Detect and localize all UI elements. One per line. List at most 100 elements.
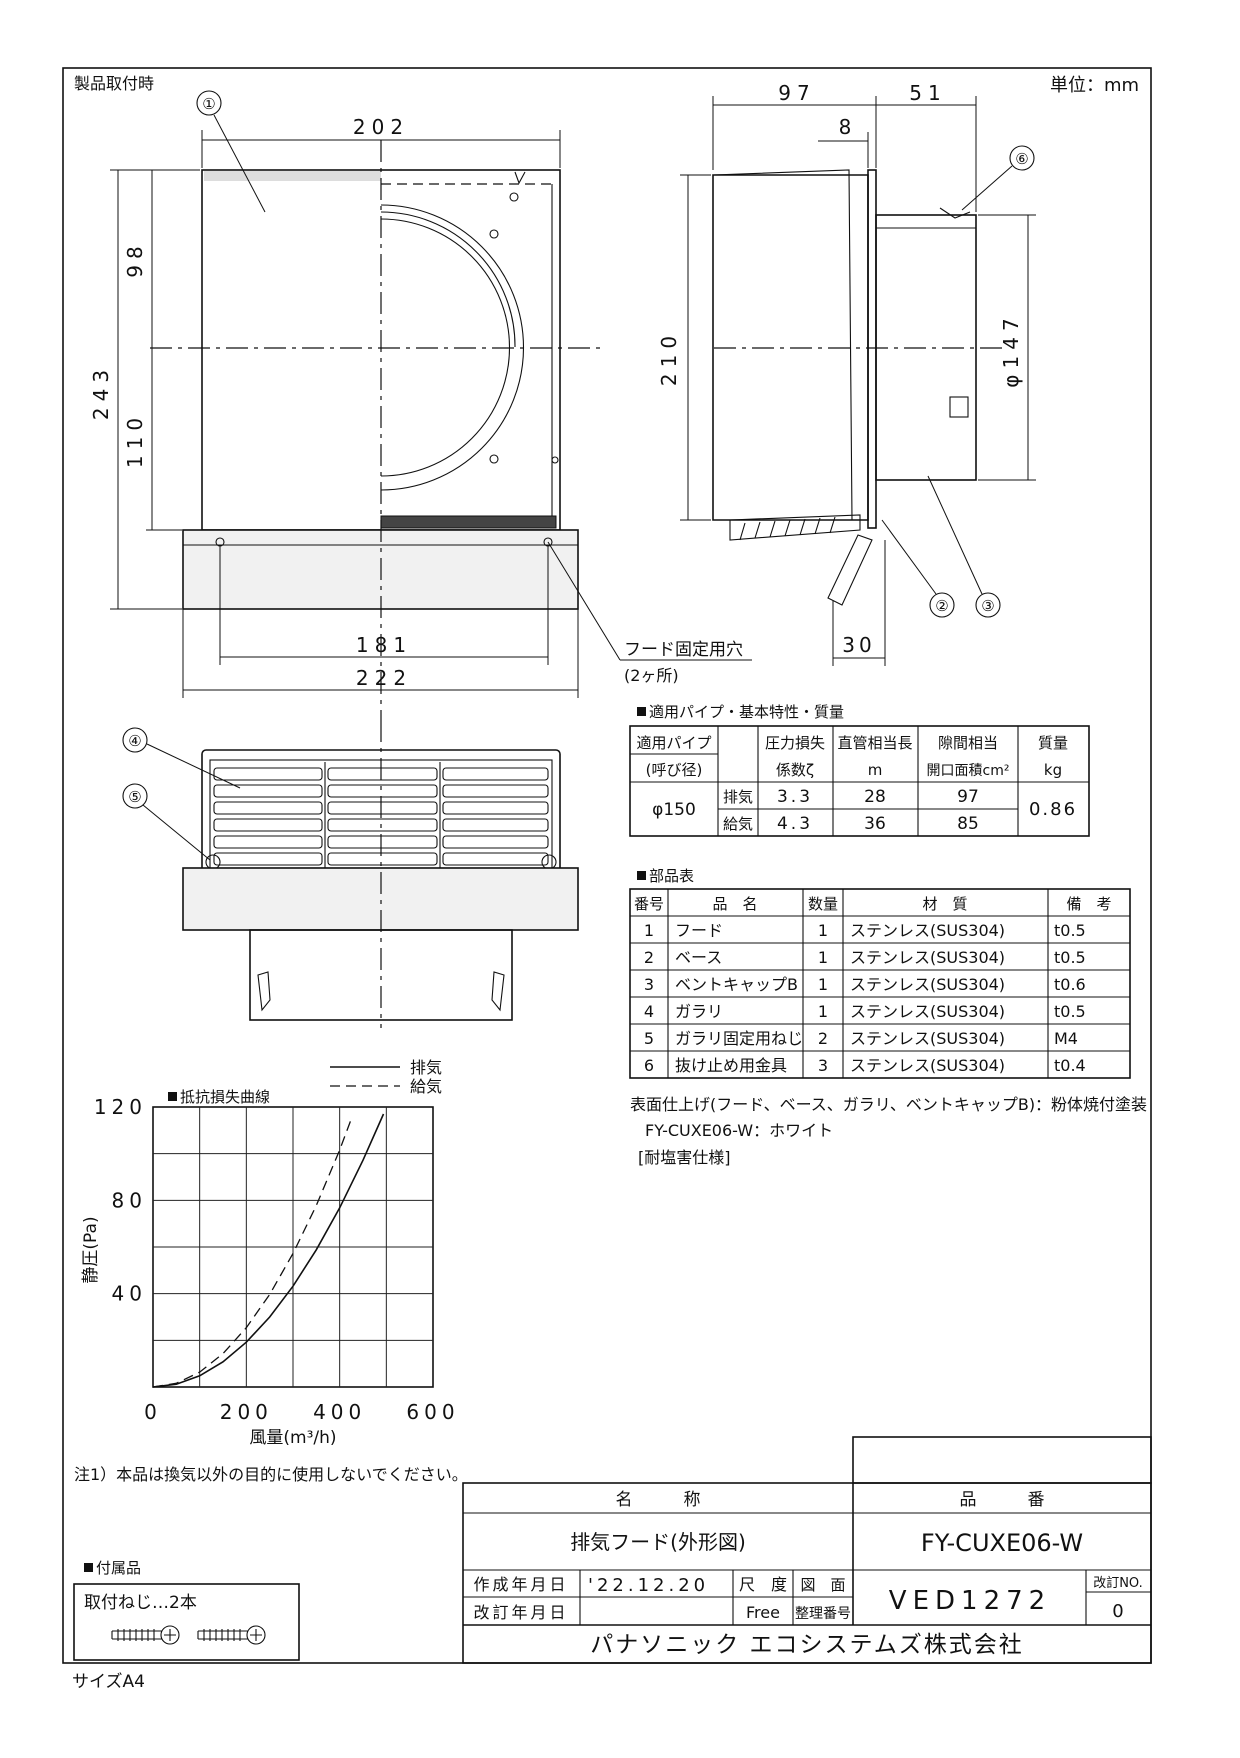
finish-note-1: 表面仕上げ(フード、ベース、ガラリ、ベントキャップB)：粉体焼付塗装 xyxy=(630,1095,1147,1114)
spec-zeta-2: 4.3 xyxy=(777,814,813,834)
acc-box xyxy=(73,1583,300,1661)
spec-pipe: φ150 xyxy=(652,800,696,820)
parts-cell: 1 xyxy=(818,921,828,940)
parts-bullet xyxy=(637,871,646,880)
callout-1-leader xyxy=(213,114,266,213)
parts-cell: フード xyxy=(675,921,723,940)
front-view: ① 202 243 98 110 181 222 フード固定用穴 (2ヶ所) xyxy=(89,90,752,720)
retainer-clip xyxy=(939,207,971,219)
spec-title: 適用パイプ・基本特性・質量 xyxy=(649,703,844,721)
spec-h-pipe-2: (呼び径) xyxy=(646,761,703,779)
parts-cell: t0.5 xyxy=(1054,921,1086,940)
x-tick-label: 200 xyxy=(220,1400,273,1424)
spec-h-mass-1: 質量 xyxy=(1038,734,1068,752)
parts-cell: ベントキャップB xyxy=(675,975,798,994)
screw-icon-2 xyxy=(197,1625,266,1645)
parts-cell: t0.4 xyxy=(1054,1056,1086,1075)
callout-4-circle xyxy=(122,727,148,753)
y-tick-label: 40 xyxy=(112,1282,147,1306)
louver-slat xyxy=(327,801,438,815)
callout-2: ② xyxy=(935,597,948,615)
hole-d xyxy=(551,456,559,464)
tb-scale-label: 尺 度 xyxy=(739,1575,787,1594)
spec-area-1: 97 xyxy=(957,787,979,807)
title-block: 名 称 品 番 排気フード(外形図) FY-CUXE06-W 作成年月日 '22… xyxy=(462,1436,1152,1664)
callout-4-leader xyxy=(146,743,241,789)
vent-tab xyxy=(827,534,873,606)
dim-110: 110 xyxy=(123,412,147,468)
dim-51: 51 xyxy=(909,81,946,105)
louver-slat xyxy=(327,767,438,781)
callout-6: ⑥ xyxy=(1015,150,1028,168)
callout-6-circle xyxy=(1009,145,1035,171)
tb-rev: 0 xyxy=(1112,1601,1123,1622)
louver-slat xyxy=(327,784,438,798)
callout-1-circle xyxy=(196,90,222,116)
louver-slat xyxy=(442,767,549,781)
parts-cell: ステンレス(SUS304) xyxy=(850,921,1005,940)
spec-h-len-2: m xyxy=(868,761,883,779)
callout-5-leader xyxy=(142,804,211,861)
dim-181: 181 xyxy=(356,633,412,657)
spec-frame xyxy=(629,725,1090,837)
parts-cell: ステンレス(SUS304) xyxy=(850,1002,1005,1021)
parts-cell: 1 xyxy=(818,975,828,994)
parts-cell: M4 xyxy=(1054,1029,1078,1048)
tb-created: '22.12.20 xyxy=(588,1575,709,1596)
dim-202: 202 xyxy=(353,115,409,139)
pipe-clip-left xyxy=(257,971,271,1012)
louver-slat xyxy=(442,818,549,832)
hood-slope xyxy=(712,169,853,521)
dim-30: 30 xyxy=(842,633,875,657)
screw-icon-1 xyxy=(111,1625,180,1645)
x-tick-label: 400 xyxy=(313,1400,366,1424)
parts-cell: ステンレス(SUS304) xyxy=(850,948,1005,967)
tb-product-no: FY-CUXE06-W xyxy=(921,1529,1083,1557)
tb-scale: Free xyxy=(746,1603,780,1622)
legend-supply: 給気 xyxy=(410,1077,442,1096)
spec-h-zeta-1: 圧力損失 xyxy=(765,734,825,752)
louver-slat xyxy=(442,784,549,798)
spec-bullet xyxy=(637,707,646,716)
spec-table: 適用パイプ・基本特性・質量 適用パイプ (呼び径) 圧力損失 係数ζ 直管相当長… xyxy=(629,703,1090,837)
louver-slat xyxy=(327,852,438,866)
louver-slat xyxy=(213,784,323,798)
louver-slats xyxy=(213,767,549,866)
tb-name-header: 名 称 xyxy=(616,1490,701,1510)
side-view: 97 51 8 210 φ147 30 ⑥ ② ③ xyxy=(657,81,1036,666)
parts-cell: 3 xyxy=(818,1056,828,1075)
parts-h-qty: 数量 xyxy=(808,895,838,913)
tb-drawing-label: 図 面 xyxy=(800,1576,845,1594)
tb-number-header: 品 番 xyxy=(960,1490,1045,1510)
acc-item: 取付ねじ…2本 xyxy=(84,1593,197,1613)
parts-cell: 2 xyxy=(818,1029,828,1048)
parts-cell: 抜け止め用金具 xyxy=(675,1056,787,1075)
hole-b xyxy=(489,229,499,239)
y-tick-label: 120 xyxy=(94,1095,147,1119)
parts-h-material: 材 質 xyxy=(922,895,967,913)
spec-h-area-2: 開口面積cm² xyxy=(927,763,1010,779)
pipe-circle-mid xyxy=(380,211,516,348)
base-side xyxy=(867,169,877,529)
finish-note-2: FY-CUXE06-W：ホワイト xyxy=(645,1121,833,1140)
spec-mode-2: 給気 xyxy=(723,815,753,833)
tb-drawing-no: VED1272 xyxy=(889,1586,1051,1616)
parts-cell: t0.6 xyxy=(1054,975,1086,994)
chart-ylabel: 静圧(Pa) xyxy=(81,1216,101,1283)
louver-bottom xyxy=(729,514,861,541)
louver-slat xyxy=(327,835,438,849)
legend-exhaust: 排気 xyxy=(410,1058,442,1077)
parts-cell: ステンレス(SUS304) xyxy=(850,1029,1005,1048)
louver-strip xyxy=(380,515,557,529)
tb-frame xyxy=(462,1482,1152,1664)
chart-xlabel: 風量(m³/h) xyxy=(249,1428,336,1448)
hole-count: (2ヶ所) xyxy=(624,666,679,685)
size-label: サイズA4 xyxy=(72,1672,145,1692)
parts-cell: 6 xyxy=(644,1056,654,1075)
chart-bullet xyxy=(168,1092,177,1101)
hole-leader xyxy=(547,541,621,661)
parts-h-name: 品 名 xyxy=(712,895,757,913)
